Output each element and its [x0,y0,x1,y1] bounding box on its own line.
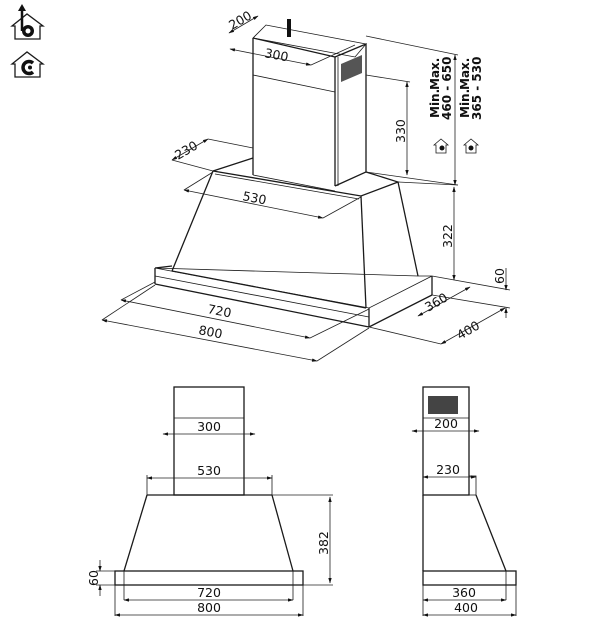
dim-side-base-outer-depth: 400 [454,600,478,615]
ducted-range-label: Min. Max. 460 - 650 [428,57,454,120]
svg-text:Max.: Max. [428,58,442,90]
dim-side-chimney-depth: 200 [434,416,458,431]
dim-front-canopy-height: 382 [316,531,331,555]
dim-iso-canopy-width: 530 [241,188,267,207]
front-view [114,386,304,616]
side-dimensions: 200 230 360 400 [411,416,517,617]
dim-iso-canopy-height: 322 [440,224,455,248]
ducted-extraction-house-icon [10,4,45,40]
dim-iso-base-outer-depth: 400 [454,318,482,343]
dim-front-base-inner-width: 720 [197,585,221,600]
dim-iso-base-height: 60 [492,268,507,284]
dim-side-base-inner-depth: 360 [452,585,476,600]
isometric-view [154,19,433,328]
dim-front-chimney-width: 300 [197,419,221,434]
dim-iso-chimney-depth: 200 [226,8,254,33]
front-dimensions: 300 530 382 60 720 800 [86,419,333,617]
dim-front-canopy-width: 530 [197,463,221,478]
dim-iso-chimney-width: 300 [263,45,289,64]
recirculating-house-icon [10,51,45,78]
svg-text:365 - 530: 365 - 530 [470,57,484,120]
svg-text:Max.: Max. [458,58,472,90]
dim-iso-base-inner-depth: 360 [422,290,450,315]
dim-iso-base-inner-width: 720 [206,301,232,320]
svg-text:Min.: Min. [428,89,442,118]
svg-text:460 - 650: 460 - 650 [440,57,454,120]
iso-dimensions: 200 300 330 Min. Max. 460 - 650 Min. Max… [101,8,511,362]
dim-front-base-outer-width: 800 [197,600,221,615]
side-vent-grille [428,396,458,414]
dim-side-canopy-depth: 230 [436,462,460,477]
recirc-range-label: Min. Max. 365 - 530 [458,57,484,120]
dim-front-base-height: 60 [86,570,101,586]
dim-iso-base-outer-width: 800 [197,322,223,341]
dim-iso-chimney-height: 330 [393,119,408,143]
recirc-small-icon [462,138,480,154]
svg-text:Min.: Min. [458,89,472,118]
ducted-small-icon [432,138,450,154]
vent-grille [341,55,362,82]
dim-iso-canopy-depth: 230 [172,138,200,163]
